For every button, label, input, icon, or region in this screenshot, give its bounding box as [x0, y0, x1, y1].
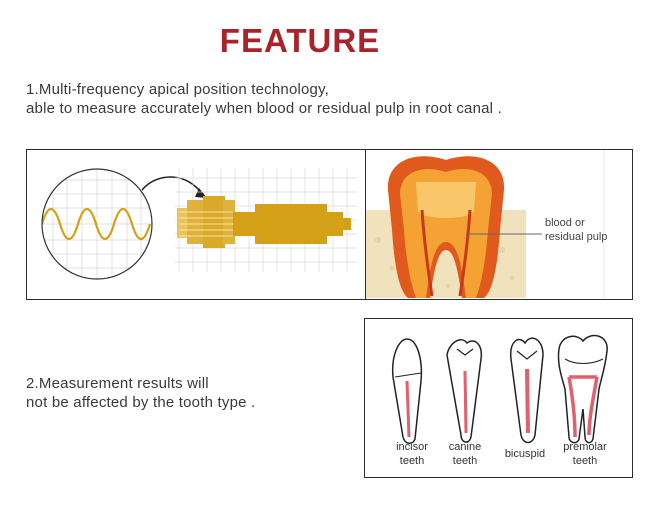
callout-line-1: blood or	[545, 217, 585, 229]
sine-wave	[42, 207, 152, 241]
bicuspid-label: bicuspid	[504, 448, 546, 460]
oscilloscope-circle	[41, 168, 153, 280]
feature-2-text: 2.Measurement results will not be affect…	[26, 374, 255, 412]
root-canal-left	[420, 209, 434, 297]
feature-1-line-1: 1.Multi-frequency apical position techno…	[26, 81, 330, 98]
signal-illustration	[41, 168, 357, 280]
oscilloscope-grid	[42, 169, 152, 279]
callout-line-2: residual pulp	[545, 231, 608, 243]
incisor-tooth	[391, 338, 423, 444]
feature-2-line-1: 2.Measurement results will	[26, 375, 209, 392]
tooth-types-illustration	[391, 334, 608, 444]
dense-signal	[177, 196, 235, 248]
canine-tooth	[446, 339, 483, 443]
signal-illustration-panel	[26, 149, 366, 300]
feature-1-text: 1.Multi-frequency apical position techno…	[26, 80, 502, 118]
tooth-cross-section	[366, 150, 605, 298]
arrow-icon	[141, 176, 203, 195]
tooth-section-panel	[365, 149, 633, 300]
canine-label: canine teeth	[448, 441, 482, 467]
pulp-chamber	[416, 182, 476, 218]
root-canal-right	[458, 209, 472, 297]
premolar-label: premolar teeth	[563, 441, 607, 467]
bicuspid-tooth	[510, 337, 544, 444]
premolar-tooth	[557, 334, 608, 444]
callout-label: blood or residual pulp	[545, 216, 607, 244]
page-title: FEATURE	[219, 22, 381, 59]
incisor-label: incisor teeth	[396, 441, 428, 467]
tooth-types-panel	[364, 318, 633, 478]
feature-2-line-2: not be affected by the tooth type .	[26, 394, 256, 411]
feature-1-line-2: able to measure accurately when blood or…	[26, 100, 502, 117]
output-signal	[233, 204, 351, 244]
